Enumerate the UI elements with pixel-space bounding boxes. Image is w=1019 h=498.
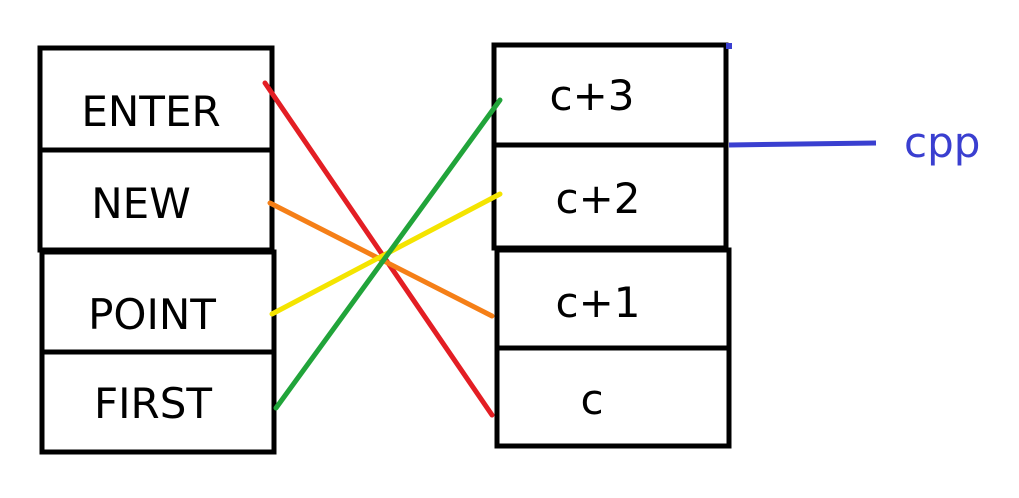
right-cell-label-c1: c+1 — [555, 278, 640, 327]
left-cell-box-first — [39, 349, 277, 455]
right-cell-label-c3: c+3 — [549, 71, 634, 120]
left-cell-label-point: POINT — [88, 290, 216, 339]
right-pointer-column: c+3 c+2 c+1 c — [491, 42, 732, 449]
cpp-pointer-line — [728, 140, 877, 148]
cpp-pointer: cpp — [726, 43, 980, 167]
connection-enter-to-c — [262, 80, 495, 418]
left-cell-label-enter: ENTER — [81, 87, 220, 136]
left-cell-label-first: FIRST — [94, 379, 212, 428]
cpp-pointer-corner-dot — [726, 43, 732, 49]
connection-lines — [262, 80, 503, 418]
right-cell-label-c2: c+2 — [555, 174, 640, 223]
connection-first-to-c3 — [273, 97, 503, 411]
left-cell-label-new: NEW — [91, 179, 190, 228]
right-cell-box-c — [494, 345, 732, 449]
right-cell-label-c: c — [580, 375, 603, 424]
left-string-column: ENTER NEW POINT FIRST — [37, 45, 277, 455]
cpp-pointer-label: cpp — [904, 118, 980, 167]
